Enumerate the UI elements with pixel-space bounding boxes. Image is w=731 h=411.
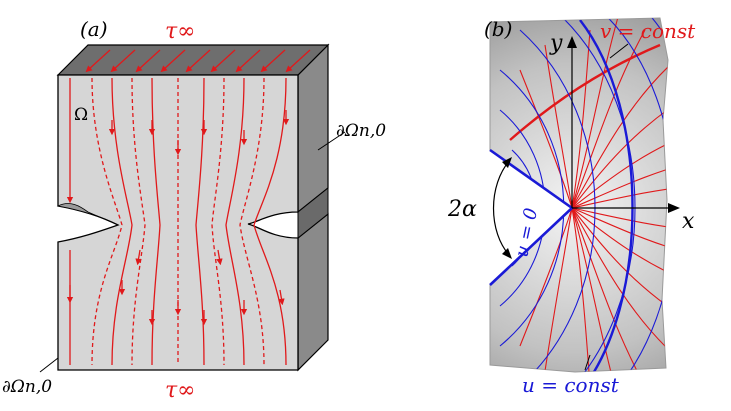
boundary-left-label: ∂Ωn,0: [2, 377, 52, 397]
v-const-label: v = const: [600, 19, 696, 43]
boundary-right-label: ∂Ωn,0: [336, 121, 386, 141]
leader-v-const: [609, 43, 629, 59]
notch-right-shade: [297, 186, 329, 240]
omega-label: Ω: [74, 105, 88, 125]
tau-top-label: τ∞: [165, 19, 196, 44]
leader-left: [39, 357, 59, 373]
y-axis-label: y: [549, 31, 563, 56]
angle-arrow-top: [502, 157, 512, 168]
axes: [567, 36, 680, 213]
notch-left-shade: [56, 203, 119, 226]
panel-b: (b) y x v = const u = const 2α u = 0: [447, 17, 696, 397]
angle-arrow-bottom: [502, 248, 512, 259]
flow-lines: [66, 77, 290, 366]
panel-b-label: (b): [484, 17, 512, 41]
u-const-label: u = const: [522, 373, 620, 397]
angle-arc: [493, 159, 511, 257]
leader-u-const: [584, 354, 591, 371]
angle-label: 2α: [447, 197, 477, 222]
leader-right: [317, 131, 346, 151]
x-axis-label: x: [682, 209, 695, 234]
v-const-thick-line: [509, 43, 661, 141]
panel-a-label: (a): [80, 17, 108, 41]
panel-a: (a) τ∞ τ∞ Ω ∂Ωn,0 ∂Ωn,0: [2, 17, 386, 403]
tau-bottom-label: τ∞: [165, 378, 196, 403]
top-traction-arrows: [85, 49, 311, 73]
